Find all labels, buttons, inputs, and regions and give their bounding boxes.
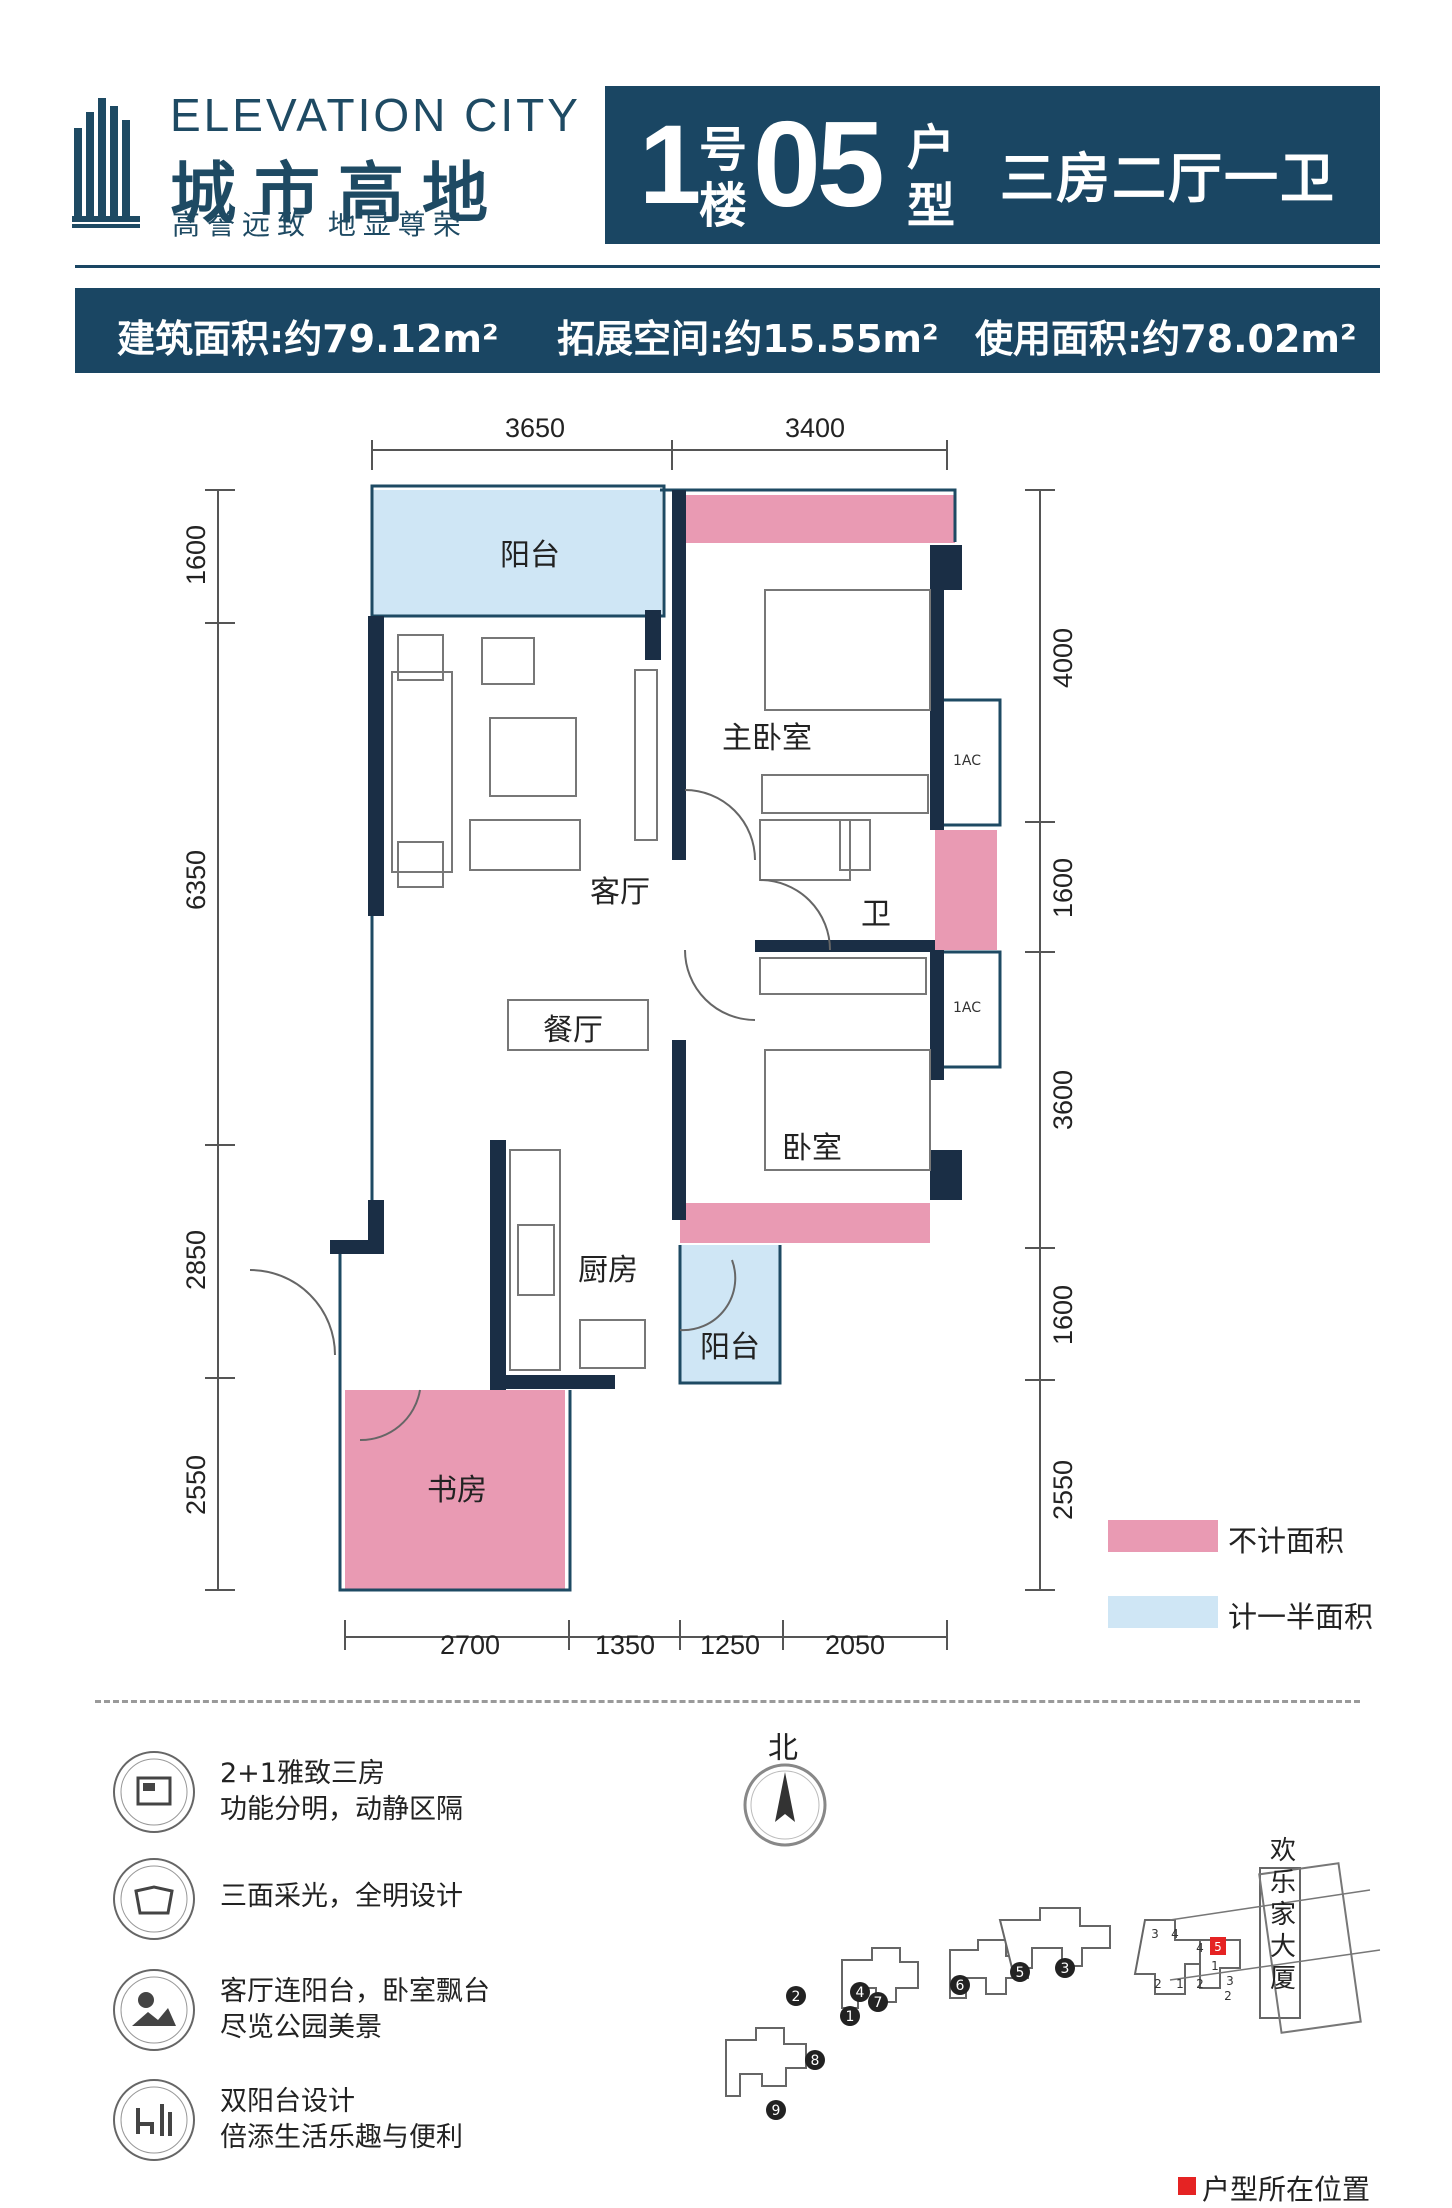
logo-chinese: 城市高地 <box>170 155 506 232</box>
dim-top-1: 3650 <box>505 413 565 443</box>
dim-left-3: 2850 <box>181 1230 211 1290</box>
layout-title: 三房二厅一卫 <box>1000 147 1336 210</box>
feature-1: 2+1雅致三房 功能分明，动静区隔 <box>112 1750 612 1840</box>
wing-label-1: 3 <box>1151 1927 1159 1941</box>
unit-header: 1 号 楼 05 户 型 三房二厅一卫 <box>605 86 1380 244</box>
unit-label-2: 型 <box>907 178 956 234</box>
tower-label: 欢乐家大厦 <box>1269 1836 1296 1994</box>
dim-right-1: 4000 <box>1048 628 1078 688</box>
feature-2: 三面采光，全明设计 <box>112 1857 612 1947</box>
study-area <box>345 1390 565 1590</box>
feature-3: 客厅连阳台，卧室飘台 尽览公园美景 <box>112 1968 612 2058</box>
wing-label-9: 2 <box>1224 1989 1232 2003</box>
dim-left-1: 1600 <box>181 525 211 585</box>
location-marker-icon <box>1178 2177 1196 2195</box>
building-number-4: 4 <box>856 1985 865 2001</box>
dim-right-5: 2550 <box>1048 1460 1078 1520</box>
dim-bottom-3: 1250 <box>700 1630 760 1660</box>
balcony-half-area <box>372 490 662 615</box>
master-bay-window <box>680 495 955 543</box>
wing-label-3: 2 <box>1154 1977 1162 1991</box>
feature-2-line-1: 三面采光，全明设计 <box>220 1881 463 1912</box>
building-number-3: 3 <box>1061 1961 1070 1977</box>
wing-label-5: 2 <box>1196 1977 1204 1991</box>
room-label-living: 客厅 <box>590 875 650 910</box>
logo-tower-icon <box>72 98 140 228</box>
building-number-5: 5 <box>1016 1965 1025 1981</box>
legend-swatch-excluded <box>1108 1520 1218 1552</box>
wing-label-2: 4 <box>1171 1927 1179 1941</box>
feature-1-line-2: 功能分明，动静区隔 <box>220 1794 463 1825</box>
landscape-icon <box>113 1969 195 2051</box>
dim-right-4: 1600 <box>1048 1285 1078 1345</box>
ac-label-1: 1AC <box>953 753 981 769</box>
dim-bottom-4: 2050 <box>825 1630 885 1660</box>
building-number-8: 8 <box>811 2053 820 2069</box>
bedroom-bay-window <box>680 1203 930 1243</box>
room-label-balcony-small: 阳台 <box>700 1330 760 1365</box>
wing-label-8: 4 <box>1196 1941 1204 1955</box>
logo-slogan: 高誉远致 地显尊荣 <box>172 208 468 241</box>
feature-3-line-2: 尽览公园美景 <box>220 2012 382 2043</box>
room-label-balcony-top: 阳台 <box>500 538 560 573</box>
room-label-kitchen: 厨房 <box>578 1253 638 1288</box>
wing-label-7: 3 <box>1226 1974 1234 1988</box>
room-label-study: 书房 <box>427 1473 487 1508</box>
feature-3-line-1: 客厅连阳台，卧室飘台 <box>220 1976 490 2007</box>
legend-label-excluded: 不计面积 <box>1228 1524 1345 1558</box>
extension-area: 拓展空间:约15.55m² <box>557 317 939 361</box>
floor-plan: 阳台 客厅 主卧室 卫 餐厅 卧室 厨房 阳台 书房 1AC 1AC 3650 … <box>181 413 1078 1660</box>
room-label-bath: 卫 <box>861 897 891 932</box>
site-map: 5 1 2 3 4 5 6 7 8 9 3 4 2 1 2 1 3 4 2 <box>725 1862 1381 2120</box>
building-number-1: 1 <box>846 2009 855 2025</box>
room-label-master: 主卧室 <box>722 721 812 756</box>
window-icon <box>113 1858 195 1940</box>
logo-english: ELEVATION CITY <box>170 89 581 141</box>
unit-label-1: 户 <box>907 120 956 176</box>
unit-number: 05 <box>753 96 885 232</box>
building-label-2: 楼 <box>699 178 748 234</box>
building-label-1: 号 <box>699 122 748 178</box>
kitchen-balcony-zone <box>680 1245 780 1383</box>
header-divider <box>75 265 1380 268</box>
feature-4-line-1: 双阳台设计 <box>220 2086 355 2117</box>
highlight-marker-label: 5 <box>1214 1940 1222 1954</box>
building-number-9: 9 <box>772 2103 781 2119</box>
compass-icon <box>743 1763 827 1847</box>
building-number: 1 <box>639 102 702 227</box>
dim-bottom-2: 1350 <box>595 1630 655 1660</box>
legend-label-half: 计一半面积 <box>1228 1600 1374 1634</box>
building-number-7: 7 <box>874 1995 883 2011</box>
feature-4-line-2: 倍添生活乐趣与便利 <box>220 2122 463 2153</box>
room-label-bedroom: 卧室 <box>782 1131 842 1166</box>
feature-4: 双阳台设计 倍添生活乐趣与便利 <box>112 2078 612 2168</box>
building-number-6: 6 <box>956 1978 965 1994</box>
dim-left-4: 2550 <box>181 1455 211 1515</box>
legend-swatch-half <box>1108 1596 1218 1628</box>
building-area: 建筑面积:约79.12m² <box>117 317 499 361</box>
north-label: 北 <box>768 1731 798 1766</box>
floorplan-icon <box>113 1751 195 1833</box>
balcony-chair-icon <box>113 2079 195 2161</box>
dim-left-2: 6350 <box>181 850 211 910</box>
dim-top-2: 3400 <box>785 413 845 443</box>
location-marker-label: 户型所在位置 <box>1202 2173 1371 2206</box>
dim-right-2: 1600 <box>1048 858 1078 918</box>
dim-right-3: 3600 <box>1048 1070 1078 1130</box>
building-number-2: 2 <box>792 1989 801 2005</box>
ac-label-2: 1AC <box>953 1000 981 1016</box>
room-label-dining: 餐厅 <box>543 1013 603 1048</box>
wing-label-4: 1 <box>1176 1977 1184 1991</box>
usable-area: 使用面积:约78.02m² <box>975 317 1357 361</box>
logo <box>72 98 140 230</box>
dim-bottom-1: 2700 <box>440 1630 500 1660</box>
area-bar: 建筑面积:约79.12m² 拓展空间:约15.55m² 使用面积:约78.02m… <box>75 288 1380 373</box>
bath-niche <box>935 830 997 950</box>
wing-label-6: 1 <box>1211 1959 1219 1973</box>
section-divider <box>95 1700 1360 1703</box>
feature-1-line-1: 2+1雅致三房 <box>220 1758 385 1789</box>
